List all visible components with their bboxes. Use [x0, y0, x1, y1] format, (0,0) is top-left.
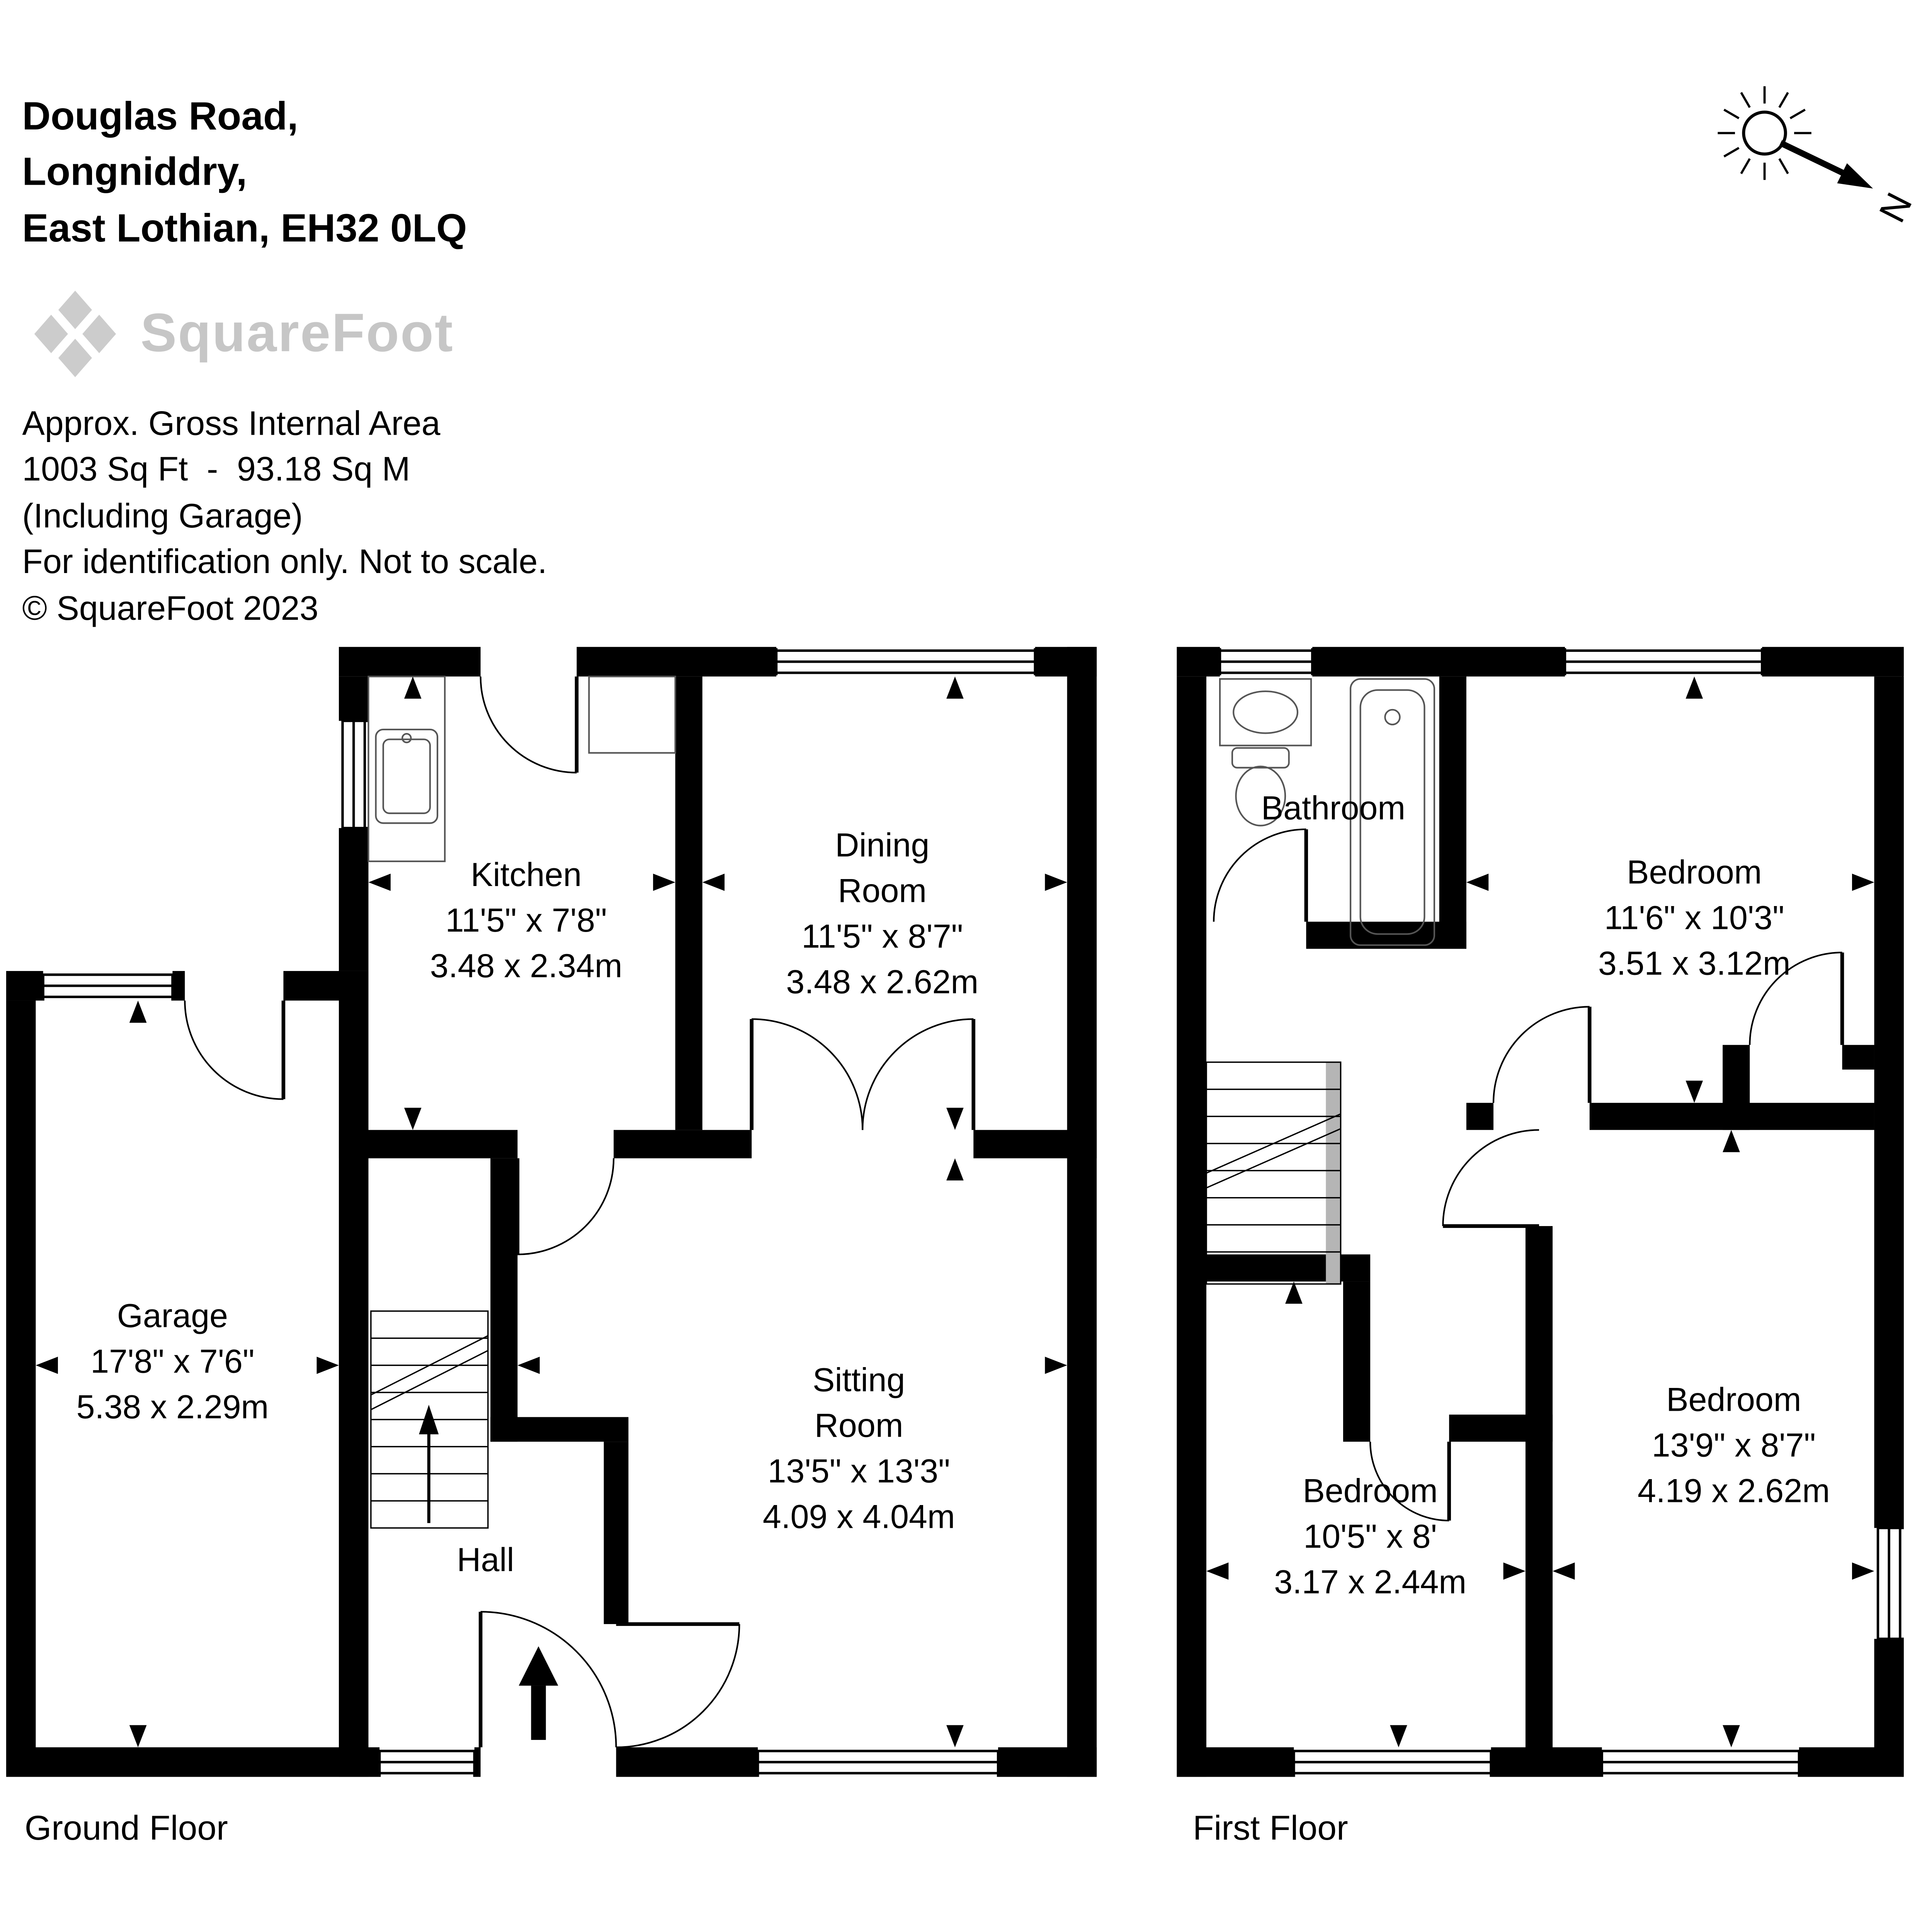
compass-north-label: N [1871, 186, 1920, 226]
room-label-bedroom-2: Bedroom 13'9" x 8'7" 4.19 x 2.62m [1638, 1378, 1830, 1514]
room-dim-metric: 4.09 x 4.04m [762, 1498, 955, 1536]
room-dim-imperial: 10'5" x 8' [1303, 1518, 1437, 1555]
ground-floor-stairs [370, 1310, 489, 1529]
first-floor-stairs [1206, 1061, 1342, 1285]
room-label-bathroom: Bathroom [1261, 786, 1405, 832]
room-name: Bathroom [1261, 790, 1406, 827]
room-dim-imperial: 11'6" x 10'3" [1604, 899, 1784, 937]
ground-floor-dimension-arrows [36, 676, 1067, 1748]
property-address: Douglas Road, Longniddry, East Lothian, … [22, 89, 467, 257]
note-copyright: © SquareFoot 2023 [22, 588, 319, 627]
room-dim-imperial: 11'5" x 8'7" [801, 918, 963, 955]
address-line-1: Douglas Road, [22, 94, 298, 138]
first-floor-dimension-arrows [1206, 676, 1874, 1748]
compass-arrowhead [1837, 163, 1873, 189]
room-label-garage: Garage 17'8" x 7'6" 5.38 x 2.29m [77, 1294, 269, 1430]
compass-needle [1779, 140, 1846, 177]
ground-floor-plan [6, 647, 1097, 1777]
entrance-arrow-icon [519, 1646, 558, 1740]
room-label-dining-room: Dining Room 11'5" x 8'7" 3.48 x 2.62m [786, 823, 978, 1005]
note-gross-internal-area: Approx. Gross Internal Area [22, 404, 440, 442]
first-floor-windows [1218, 648, 1904, 1777]
room-label-bedroom-3: Bedroom 10'5" x 8' 3.17 x 2.44m [1274, 1469, 1466, 1605]
room-dim-imperial: 17'8" x 7'6" [90, 1343, 255, 1380]
bathroom-bathtub [1350, 678, 1435, 946]
kitchen-fixtures [367, 675, 676, 862]
room-name: Sitting Room [813, 1361, 905, 1444]
address-line-3: East Lothian, EH32 0LQ [22, 206, 467, 250]
ground-floor-windows [42, 648, 1036, 1777]
bathroom-toilet [1231, 747, 1290, 769]
note-area-values: 1003 Sq Ft - 93.18 Sq M [22, 450, 410, 489]
room-label-kitchen: Kitchen 11'5" x 7'8" 3.48 x 2.34m [430, 853, 622, 990]
area-notes: Approx. Gross Internal Area 1003 Sq Ft -… [22, 400, 547, 631]
first-floor-walls [1177, 647, 1904, 1777]
squarefoot-logo: SquareFoot [27, 286, 454, 382]
room-dim-imperial: 13'9" x 8'7" [1651, 1427, 1816, 1464]
room-dim-metric: 5.38 x 2.29m [76, 1388, 269, 1426]
room-name: Bedroom [1627, 854, 1762, 891]
compass-rays [1718, 86, 1811, 180]
ground-floor-walls [6, 647, 1097, 1777]
room-label-bedroom-1: Bedroom 11'6" x 10'3" 3.51 x 3.12m [1598, 850, 1791, 987]
compass-icon: N [1718, 86, 1920, 226]
room-dim-imperial: 13'5" x 13'3" [767, 1452, 950, 1490]
note-including-garage: (Including Garage) [22, 496, 303, 535]
room-dim-metric: 3.17 x 2.44m [1274, 1563, 1467, 1601]
squarefoot-logo-icon [34, 291, 116, 378]
room-label-sitting-room: Sitting Room 13'5" x 13'3" 4.09 x 4.04m [763, 1358, 955, 1540]
room-dim-metric: 3.48 x 2.34m [430, 947, 622, 985]
first-floor-plan [1177, 647, 1904, 1777]
room-dim-metric: 3.48 x 2.62m [786, 963, 979, 1001]
room-name: Garage [117, 1298, 228, 1335]
first-floor-doors [1213, 828, 1844, 1522]
room-dim-metric: 4.19 x 2.62m [1638, 1472, 1830, 1510]
room-name: Hall [457, 1541, 514, 1579]
squarefoot-logo-text: SquareFoot [140, 303, 454, 364]
room-label-hall: Hall [457, 1538, 514, 1583]
bathroom-fixtures [1219, 678, 1435, 946]
room-dim-imperial: 11'5" x 7'8" [445, 902, 607, 939]
kitchen-unit [588, 675, 676, 754]
room-name: Bedroom [1666, 1381, 1801, 1418]
floor-label-ground: Ground Floor [24, 1809, 228, 1847]
room-name: Dining Room [835, 827, 930, 910]
kitchen-sink [375, 728, 439, 824]
bathroom-sink [1219, 678, 1312, 747]
note-identification: For identification only. Not to scale. [22, 542, 547, 581]
address-line-2: Longniddry, [22, 150, 247, 194]
floor-label-first: First Floor [1192, 1809, 1348, 1847]
room-name: Bedroom [1303, 1472, 1438, 1510]
room-name: Kitchen [471, 856, 582, 894]
ground-floor-doors [184, 676, 976, 1748]
room-dim-metric: 3.51 x 3.12m [1598, 945, 1791, 982]
